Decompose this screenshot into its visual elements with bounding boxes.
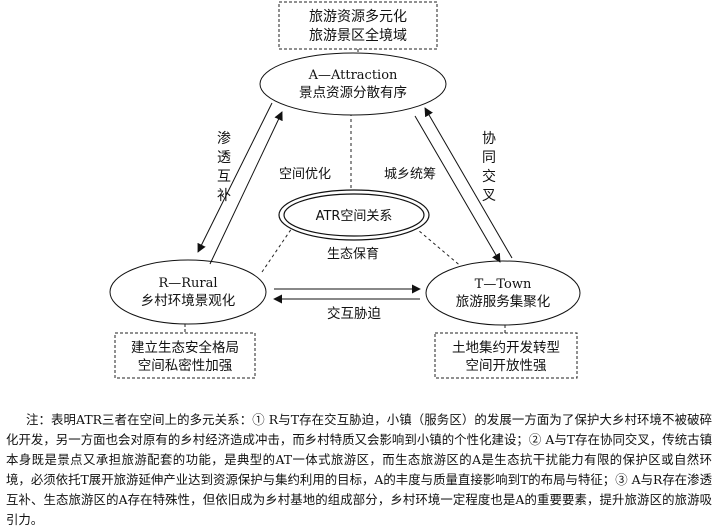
edge-at-char-3: 交: [482, 168, 496, 185]
left-note-box: 建立生态安全格局 空间私密性加强: [114, 332, 256, 379]
label-ecological-conservation: 生态保育: [327, 246, 379, 262]
top-box-line-2: 旅游景区全境域: [309, 27, 407, 44]
right-note-box: 土地集约开发转型 空间开放性强: [434, 332, 578, 379]
edge-ar-label: 渗 透 互 补: [217, 131, 231, 204]
node-a-subtitle: 景点资源分散有序: [299, 85, 407, 101]
node-atr-center: ATR空间关系: [278, 189, 430, 241]
edge-at-char-2: 同: [482, 150, 496, 166]
node-r-title: R—Rural: [158, 276, 217, 291]
right-box-line-1: 土地集约开发转型: [452, 340, 560, 356]
node-t-subtitle: 旅游服务集聚化: [456, 294, 551, 310]
edge-ar-char-2: 透: [217, 150, 231, 166]
dash-r-center: [261, 227, 293, 273]
left-box-line-2: 空间私密性加强: [138, 357, 233, 374]
arrow-a-to-t: [414, 115, 501, 263]
right-box-line-2: 空间开放性强: [466, 358, 547, 374]
node-a-title: A—Attraction: [308, 68, 398, 83]
node-attraction: A—Attraction 景点资源分散有序: [259, 52, 447, 116]
arrow-t-to-a: [424, 107, 513, 259]
arrow-a-to-r: [197, 102, 273, 253]
top-note-box: 旅游资源多元化 旅游景区全境域: [278, 1, 438, 50]
label-urban-rural: 城乡统筹: [384, 166, 436, 182]
atr-diagram: 旅游资源多元化 旅游景区全境域 A—Attraction 景点资源分散有序 AT…: [109, 1, 581, 379]
atr-center-label: ATR空间关系: [316, 209, 393, 224]
left-box-line-1: 建立生态安全格局: [131, 339, 239, 356]
label-spatial-optimization: 空间优化: [279, 167, 331, 182]
node-r-subtitle: 乡村环境景观化: [141, 293, 236, 309]
edge-ar-char-1: 渗: [217, 131, 231, 147]
edge-at-char-4: 叉: [482, 188, 496, 204]
edge-ar-char-4: 补: [217, 188, 231, 204]
edge-at-char-1: 协: [482, 131, 496, 147]
figure-note: 注：表明ATR三者在空间上的多元关系：① R与T存在交互胁迫，小镇（服务区）的发…: [6, 412, 712, 528]
edge-ar-char-3: 互: [217, 169, 231, 185]
dash-t-center: [417, 229, 464, 269]
top-box-line-1: 旅游资源多元化: [309, 8, 407, 25]
label-interactive-coercion: 交互胁迫: [327, 305, 381, 322]
node-t-title: T—Town: [475, 277, 532, 292]
node-town: T—Town 旅游服务集聚化: [425, 260, 581, 326]
edge-at-label: 协 同 交 叉: [482, 131, 496, 204]
arrow-r-to-a: [209, 111, 283, 265]
node-rural: R—Rural 乡村环境景观化: [109, 259, 267, 325]
